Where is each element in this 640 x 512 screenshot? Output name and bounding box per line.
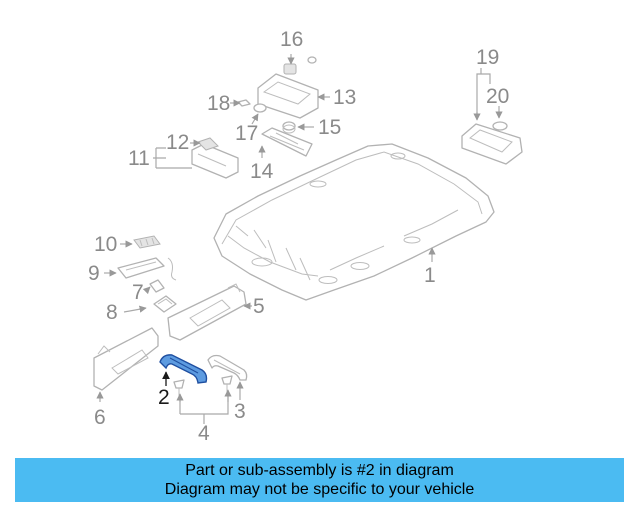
callout-7: 7	[132, 281, 144, 304]
callout-16: 16	[280, 28, 303, 51]
callout-13: 13	[333, 86, 356, 109]
rear-lamp-part	[461, 121, 523, 165]
map-lamp-part	[261, 127, 313, 157]
banner-line-2: Diagram may not be specific to your vehi…	[164, 481, 475, 498]
sun-visor-right-part	[167, 283, 247, 341]
callout-15: 15	[318, 116, 341, 139]
callout-17: 17	[235, 122, 258, 145]
clip-part	[149, 279, 165, 293]
cover-part	[133, 235, 161, 249]
callout-11: 11	[128, 147, 150, 170]
headliner-part	[213, 143, 495, 301]
lens-part	[282, 121, 296, 134]
callout-3: 3	[234, 400, 246, 423]
callout-18: 18	[207, 92, 230, 115]
callout-5: 5	[253, 295, 265, 318]
parts-diagram: 1 16 13 18 17 15 14 12 11 19	[88, 28, 523, 445]
assist-grip-part	[159, 354, 208, 384]
callout-2: 2	[158, 386, 170, 409]
callout-6: 6	[94, 406, 106, 429]
dome-lamp-part	[237, 56, 319, 119]
info-banner: Part or sub-assembly is #2 in diagram Di…	[15, 458, 624, 502]
vanity-lamp-part	[191, 137, 239, 179]
callout-1: 1	[424, 264, 436, 287]
banner-line-1: Part or sub-assembly is #2 in diagram	[185, 462, 454, 479]
sun-visor-left-part	[93, 327, 159, 391]
callout-14: 14	[250, 160, 274, 183]
callout-19: 19	[476, 46, 499, 69]
callout-20: 20	[486, 85, 509, 108]
visor-lamp-part	[117, 257, 177, 281]
callout-12: 12	[166, 131, 189, 154]
callout-8: 8	[106, 301, 118, 324]
assist-grip-rear-part	[207, 354, 248, 381]
callout-4: 4	[198, 422, 210, 445]
callout-9: 9	[88, 262, 100, 285]
callout-10: 10	[94, 233, 117, 256]
holder-part	[153, 295, 177, 313]
